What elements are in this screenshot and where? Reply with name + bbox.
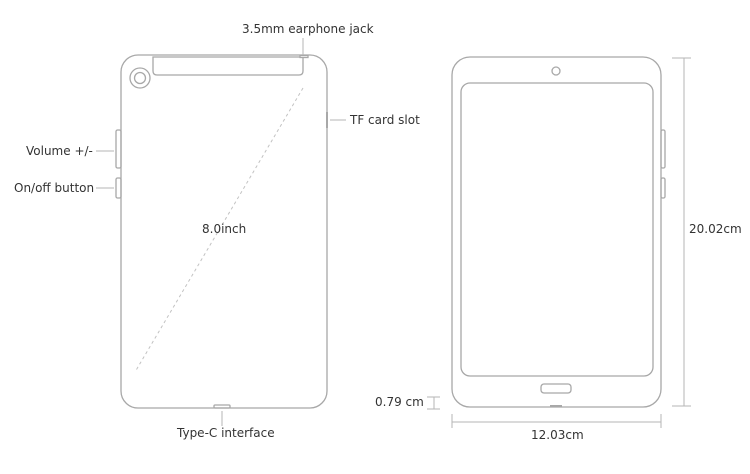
tf-card-slot-label: TF card slot — [350, 113, 420, 127]
front-camera-icon — [551, 66, 561, 76]
volume-button — [115, 129, 122, 169]
tablet-front-view — [451, 56, 666, 408]
front-body-outline — [451, 56, 662, 408]
thickness-dimension-label: 0.79 cm — [375, 395, 424, 409]
power-label: On/off button — [14, 181, 95, 195]
tablet-back-view — [115, 54, 328, 409]
front-side-button-volume — [660, 129, 666, 169]
earphone-jack-label: 3.5mm earphone jack — [242, 22, 374, 36]
dimension-lines — [427, 57, 691, 428]
rear-camera-icon — [129, 67, 151, 89]
type-c-port — [213, 404, 231, 409]
rear-camera-lens-icon — [133, 71, 147, 85]
height-dimension-label: 20.02cm — [689, 222, 742, 236]
screen-size-label: 8.0inch — [202, 222, 247, 236]
volume-label: Volume +/- — [26, 144, 93, 158]
front-side-button-power — [660, 177, 666, 199]
earphone-jack-port — [299, 54, 309, 59]
home-button-outline — [540, 383, 572, 394]
screen-diagonal-line — [134, 87, 304, 373]
callout-leaders — [96, 38, 346, 426]
camera-bar — [152, 56, 304, 76]
power-button — [115, 177, 122, 199]
width-dimension-label: 12.03cm — [531, 428, 584, 442]
type-c-label: Type-C interface — [177, 426, 275, 440]
front-screen-outline — [460, 82, 654, 377]
